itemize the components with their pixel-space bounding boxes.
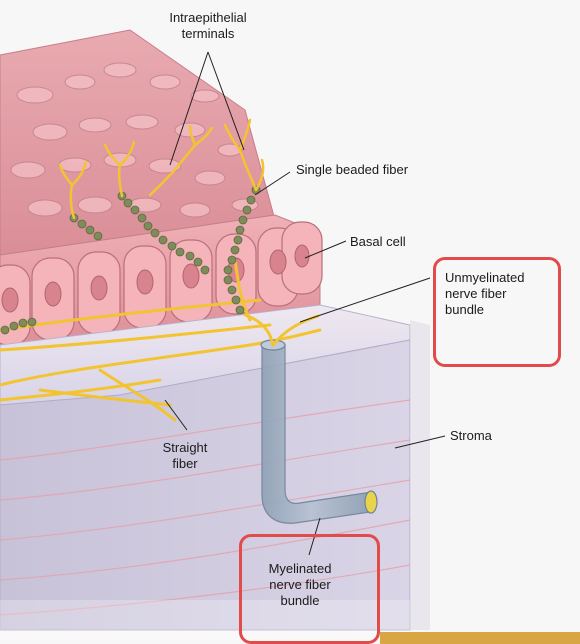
intraepithelial-terminal-branches [58, 118, 265, 220]
stroma-fibers [0, 399, 411, 616]
intraepithelial-terminals-label: Intraepithelial terminals [169, 10, 247, 41]
myelinated-highlight-box [239, 534, 380, 644]
epithelial-cell-outlines [10, 62, 259, 218]
bottom-fade [0, 600, 410, 640]
myelinated-bundle-end [364, 490, 378, 514]
basal-cell-nuclei [1, 244, 310, 313]
single-beaded-fiber-label: Single beaded fiber [296, 162, 409, 177]
accent-bar [380, 632, 580, 644]
myelinated-bundle-label: Myelinated nerve fiber bundle [268, 561, 332, 608]
basal-cells [0, 221, 323, 346]
leader-lines [164, 51, 446, 556]
unmyelinated-bundle-label: Unmyelinated nerve fiber bundle [445, 270, 525, 317]
block-side-shadow [410, 320, 430, 630]
stroma-label: Stroma [450, 428, 492, 443]
basal-cell-label: Basal cell [350, 234, 406, 249]
unmyelinated-highlight-box [433, 257, 561, 367]
straight-fiber-label: Straight fiber [162, 440, 208, 471]
